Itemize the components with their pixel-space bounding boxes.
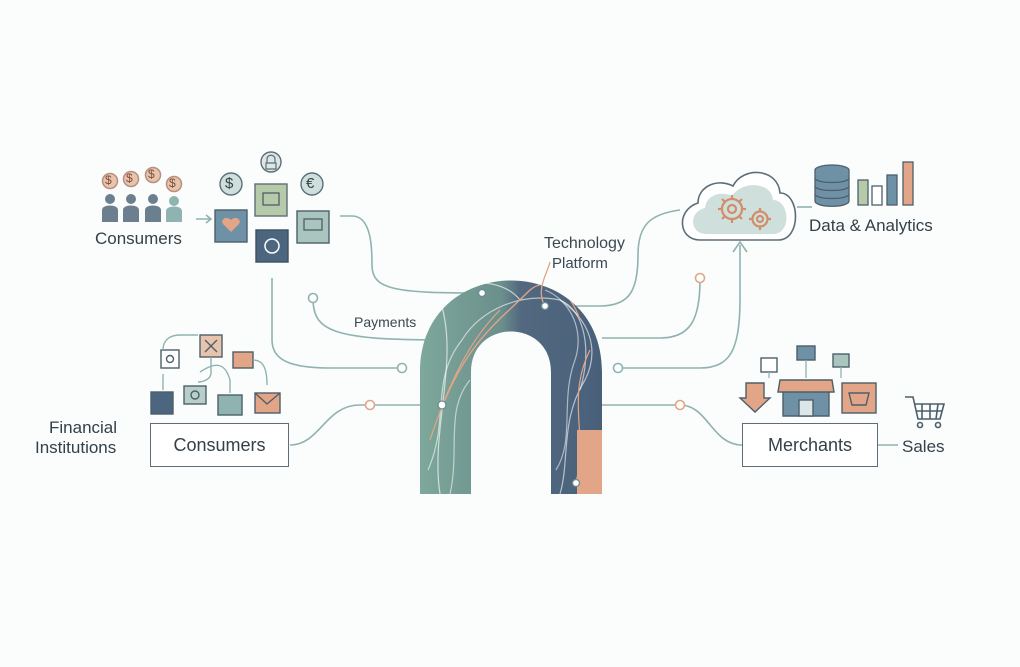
- coin-symbol-3: $: [148, 167, 155, 181]
- line-fi-to-arch: [289, 404, 442, 446]
- line-merchants-to-arch: [602, 404, 743, 446]
- financial-institutions-label-line2: Institutions: [35, 438, 117, 457]
- financial-institutions-label-line1: Financial: [49, 418, 118, 437]
- payment-icons-cluster: [214, 151, 330, 263]
- sales-label: Sales: [902, 437, 945, 456]
- euro-coin-symbol: €: [306, 175, 315, 192]
- gear-icon: [718, 195, 771, 230]
- terminal-icon: [254, 183, 288, 217]
- payments-label: Payments: [354, 314, 417, 330]
- financial-institution-icons: [150, 334, 281, 416]
- dollar-coin-icon: [219, 172, 243, 196]
- merchant-screen-icon: [832, 353, 850, 368]
- line-consumers-to-arch: [340, 215, 483, 294]
- line-consumers-icons-down: [271, 278, 400, 369]
- merchant-down-arrow-icon: [738, 382, 772, 413]
- shopping-cart-icon: [905, 396, 946, 429]
- wallet-card-icon: [255, 229, 289, 263]
- fi-slate-card-icon: [150, 391, 174, 415]
- bar-chart-icon: [857, 161, 914, 206]
- connection-lines: [271, 206, 898, 446]
- arch-nodes: [437, 288, 581, 488]
- fi-circle-card-icon: [183, 385, 207, 405]
- dollar-coin-symbol: $: [225, 175, 234, 192]
- coin-symbol-4: $: [169, 176, 176, 190]
- merchant-person-icon: [796, 345, 816, 361]
- line-arch-to-cloud-arrow: [618, 245, 741, 369]
- consumers-box: Consumers: [150, 423, 289, 467]
- euro-coin-icon: [300, 172, 324, 196]
- dot-payments: [307, 292, 319, 304]
- line-arch-to-dot: [602, 279, 701, 339]
- coin-symbol-1: $: [105, 173, 112, 187]
- line-tech-to-cloud: [545, 209, 681, 307]
- cloud-icon: [681, 171, 797, 241]
- consumers-top-label: Consumers: [95, 229, 182, 248]
- dot-right-mid: [612, 362, 624, 374]
- connector-dots: [307, 272, 706, 411]
- technology-platform-arch: [420, 261, 602, 494]
- line-payments: [312, 297, 471, 341]
- fi-teal-card-icon: [217, 394, 243, 416]
- merchant-basket-icon: [841, 382, 877, 414]
- dot-left-mid: [396, 362, 408, 374]
- data-analytics-label: Data & Analytics: [809, 216, 933, 235]
- fi-orange-card-icon: [232, 351, 254, 369]
- dot-right-orange: [694, 272, 706, 284]
- dot-merchants-orange: [674, 399, 686, 411]
- consumers-people-icons: [101, 166, 213, 224]
- dot-fi-orange: [364, 399, 376, 411]
- merchant-tag-icon: [760, 357, 778, 373]
- storefront-icon: [777, 379, 835, 417]
- technology-platform-label-line1: Technology: [544, 235, 625, 252]
- laptop-card-icon: [296, 210, 330, 244]
- technology-platform-label-line2: Platform: [552, 255, 608, 272]
- fi-square-circle-icon: [160, 349, 180, 369]
- arrow-up-icon: [732, 240, 748, 253]
- database-icon: [814, 164, 850, 207]
- merchant-icons: [738, 345, 877, 417]
- merchants-box: Merchants: [742, 423, 878, 467]
- coin-symbol-2: $: [126, 171, 133, 185]
